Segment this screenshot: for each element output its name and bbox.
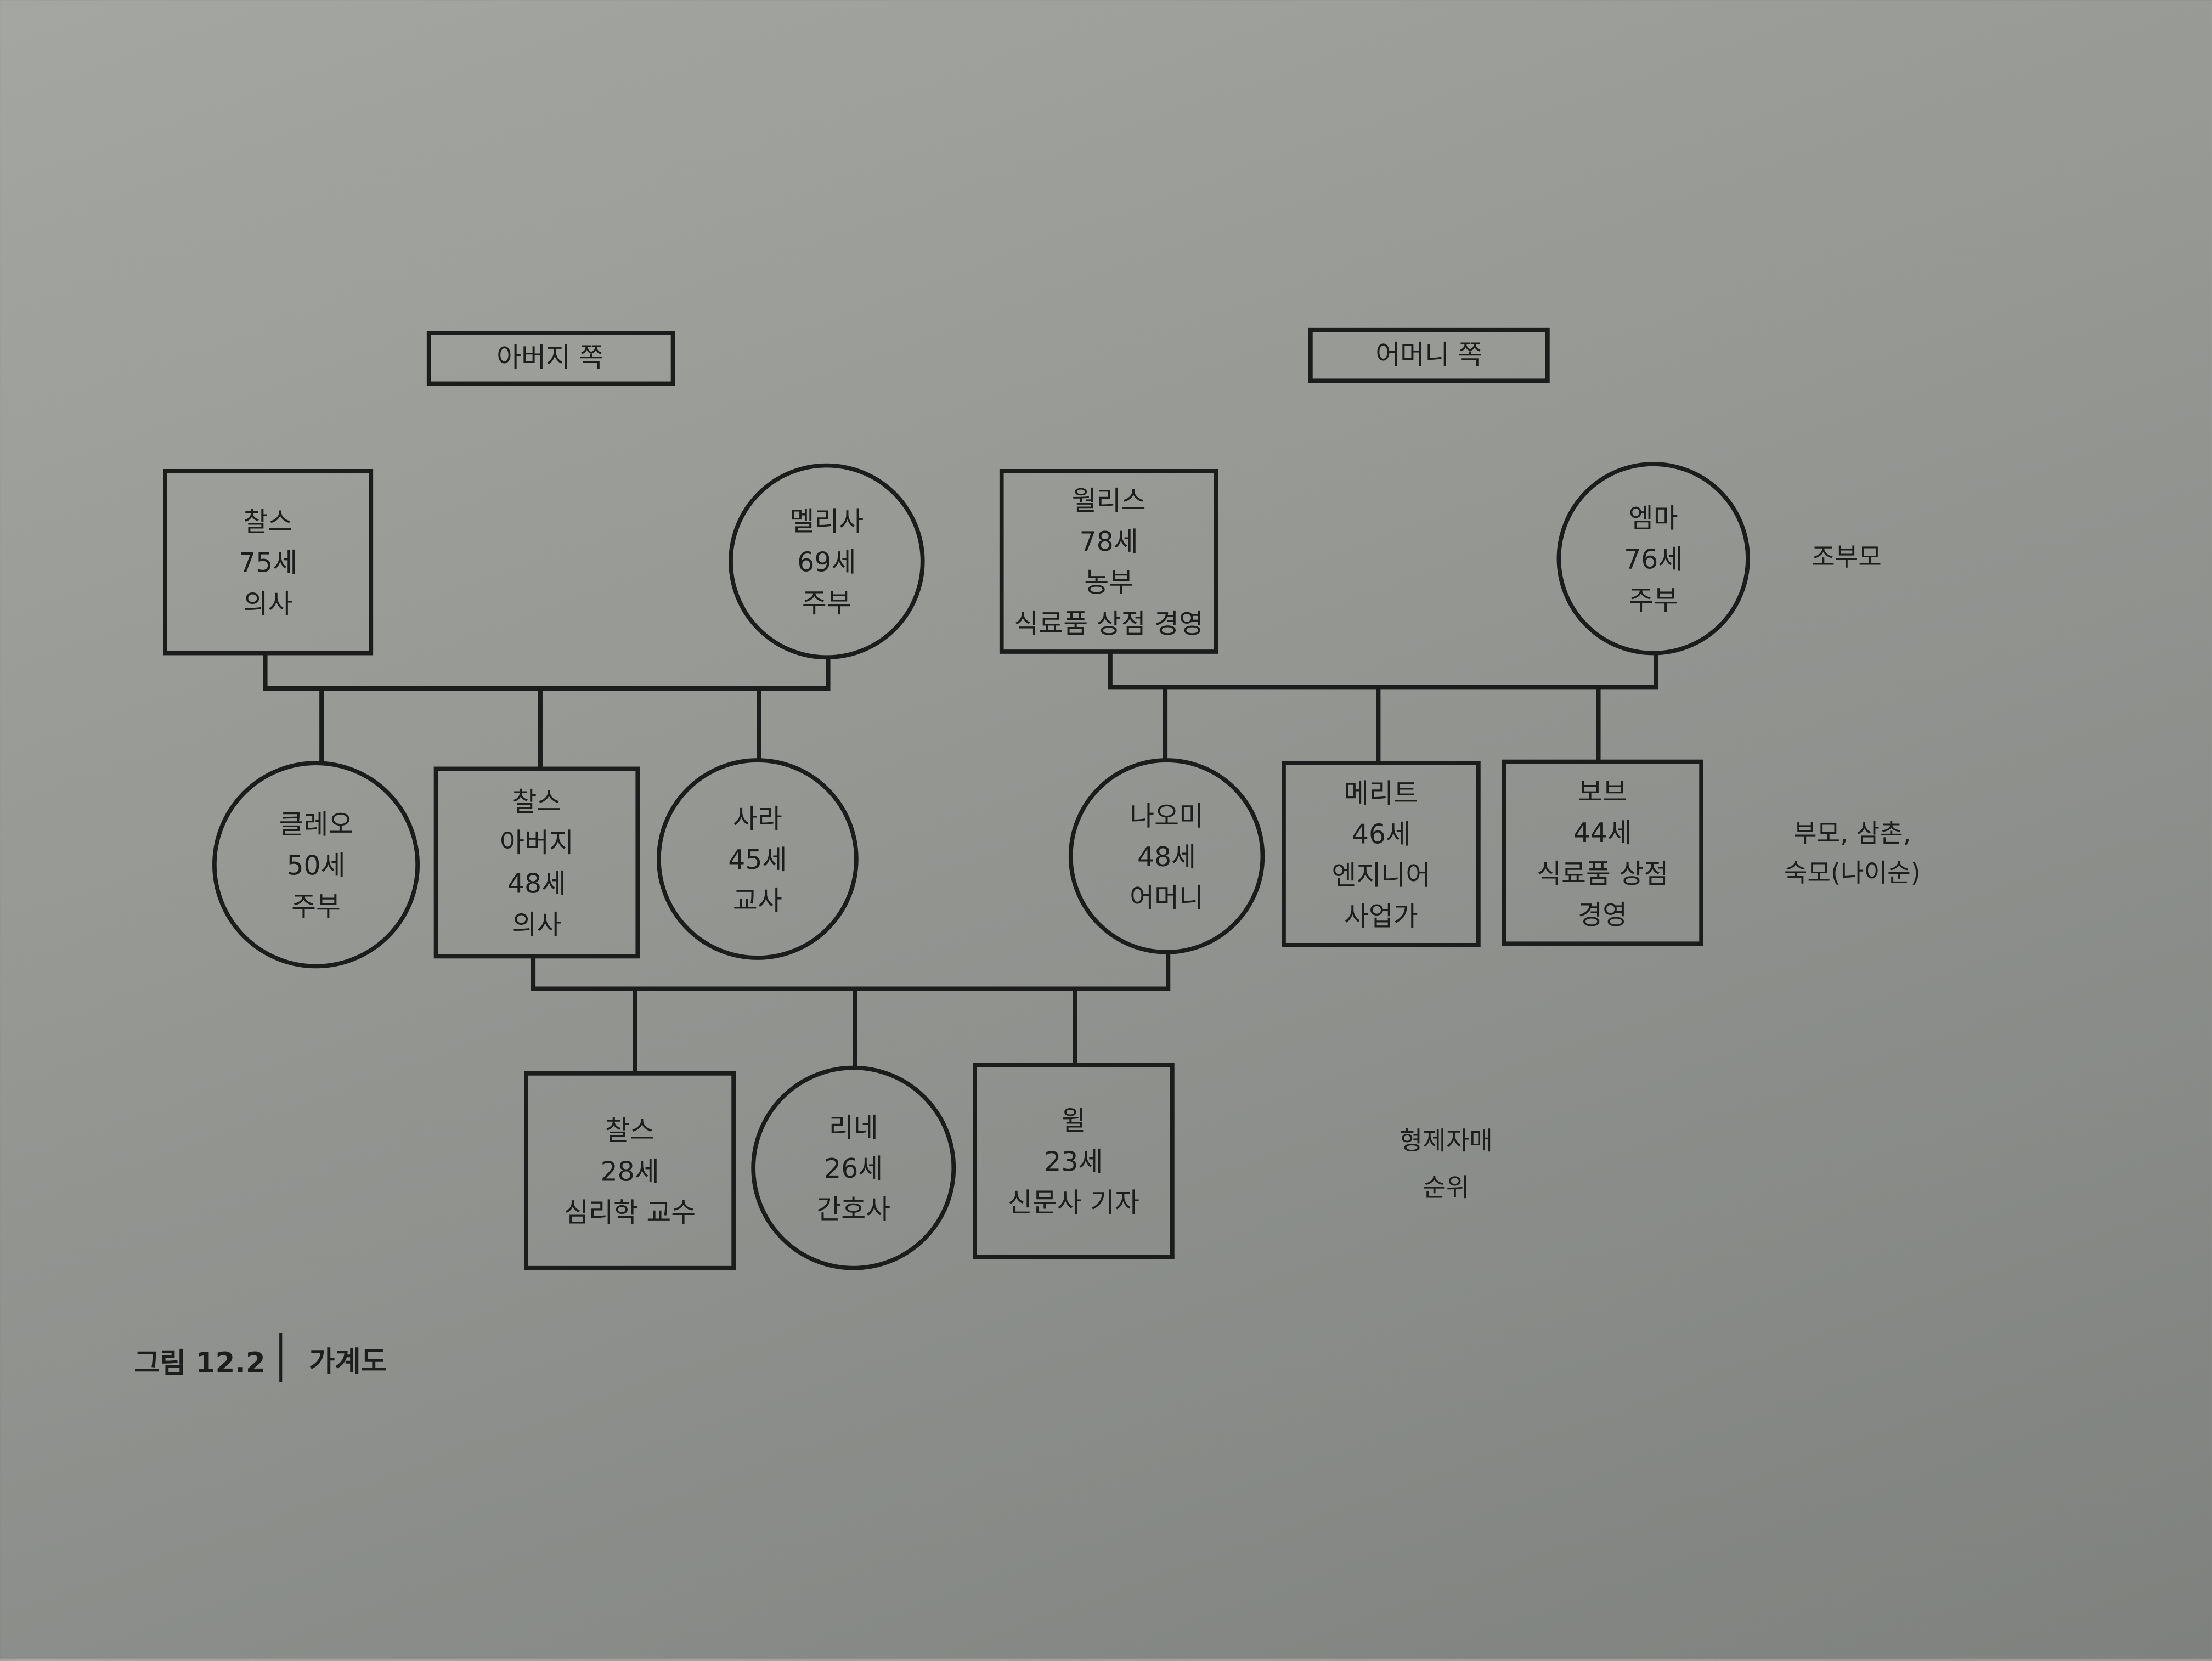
person-label-line: 50세 [286,850,345,881]
person-label-line: 경영 [1578,899,1627,930]
person-label-line: 메리트 [1344,778,1418,809]
person-label-line: 69세 [797,546,856,578]
female-circle-symbol [1068,758,1265,954]
maternal-label-box [1308,327,1550,383]
maternal-grandparents-marriage-line [1108,652,1658,690]
person-label-line: 찰스 [512,787,561,818]
person-label-line: 44세 [1573,817,1632,849]
person-label-line: 28세 [601,1156,659,1187]
person-label-line: 45세 [728,844,787,875]
female-circle-symbol [751,1065,956,1270]
person-label-line: 심리학 교수 [564,1197,696,1228]
paternal-side-label: 아버지 쪽 [426,331,675,386]
person-label-line: 26세 [824,1153,883,1184]
person-label-line: 찰스 [244,506,293,538]
female-circle-symbol [212,761,420,969]
person-label-line: 클레오 [279,809,353,840]
person-label-line: 주부 [802,587,851,619]
generation-label-parents-line2: 숙모(나이순) [1784,858,1921,888]
figure-caption: 그림 12.2 가계도 [134,1333,387,1382]
female-circle-symbol [729,463,925,660]
generation-label-siblings-line2: 순위 [1423,1173,1469,1202]
person-label-line: 엠마 [1629,503,1678,534]
male-square-symbol [163,469,374,656]
female-circle-symbol [657,758,859,960]
person-label-line: 주부 [291,891,341,922]
male-square-symbol [433,766,640,959]
maternal-label-text: 어머니 쪽 [1375,339,1482,370]
person-label-line: 48세 [507,868,566,900]
person-label-line: 식료품 상점 [1537,858,1668,890]
paternal-label-text: 아버지 쪽 [496,342,603,374]
person-label-line: 48세 [1137,841,1196,873]
person-label-line: 어머니 [1130,882,1204,913]
connector-lines [263,652,1658,1074]
person-label-line: 75세 [239,547,297,579]
person-label-line: 아버지 [500,827,574,858]
person-label-line: 사라 [733,803,782,834]
person-label-line: 교사 [733,885,782,917]
person-label-line: 엔지니어 [1332,860,1431,891]
paternal-grandparents-marriage-line [263,653,831,691]
person-label-line: 식료품 상점 경영 [1014,608,1204,639]
generation-label-siblings-line1: 형제자매 [1400,1126,1493,1156]
male-square-symbol [1502,759,1703,946]
person-label-line: 멜리사 [789,506,864,537]
person-label-line: 76세 [1624,544,1683,575]
person-label-line: 간호사 [816,1194,890,1225]
person-label-line: 월리스 [1072,485,1146,517]
parents-marriage-line [531,952,1171,991]
paternal-label-box [426,331,675,386]
male-square-symbol [1282,761,1481,947]
person-label-line: 사업가 [1344,901,1418,932]
person-label-line: 46세 [1352,819,1410,850]
person-label-line: 나오미 [1130,800,1204,832]
person-label-line: 농부 [1084,567,1133,598]
person-label-line: 보브 [1578,777,1627,808]
maternal-side-label: 어머니 쪽 [1308,327,1550,383]
caption-title: 가계도 [309,1345,387,1378]
person-label-line: 78세 [1080,526,1138,557]
generation-label-parents-line1: 부모, 삼촌, [1793,818,1911,848]
person-label-line: 의사 [512,909,561,940]
person-label-line: 리네 [829,1112,878,1144]
person-label-line: 찰스 [605,1115,654,1146]
male-square-symbol [973,1063,1175,1259]
person-label-line: 윌 [1061,1105,1086,1137]
male-square-symbol [524,1071,736,1270]
generation-label-grandparents: 조부모 [1812,542,1882,572]
person-label-line: 의사 [244,588,293,619]
person-label-line: 주부 [1629,585,1678,616]
male-square-symbol [999,469,1218,654]
person-label-line: 신문사 기자 [1008,1187,1139,1218]
female-circle-symbol [1556,462,1750,656]
person-label-line: 23세 [1044,1146,1103,1177]
caption-figure-number: 그림 12.2 [134,1347,265,1380]
